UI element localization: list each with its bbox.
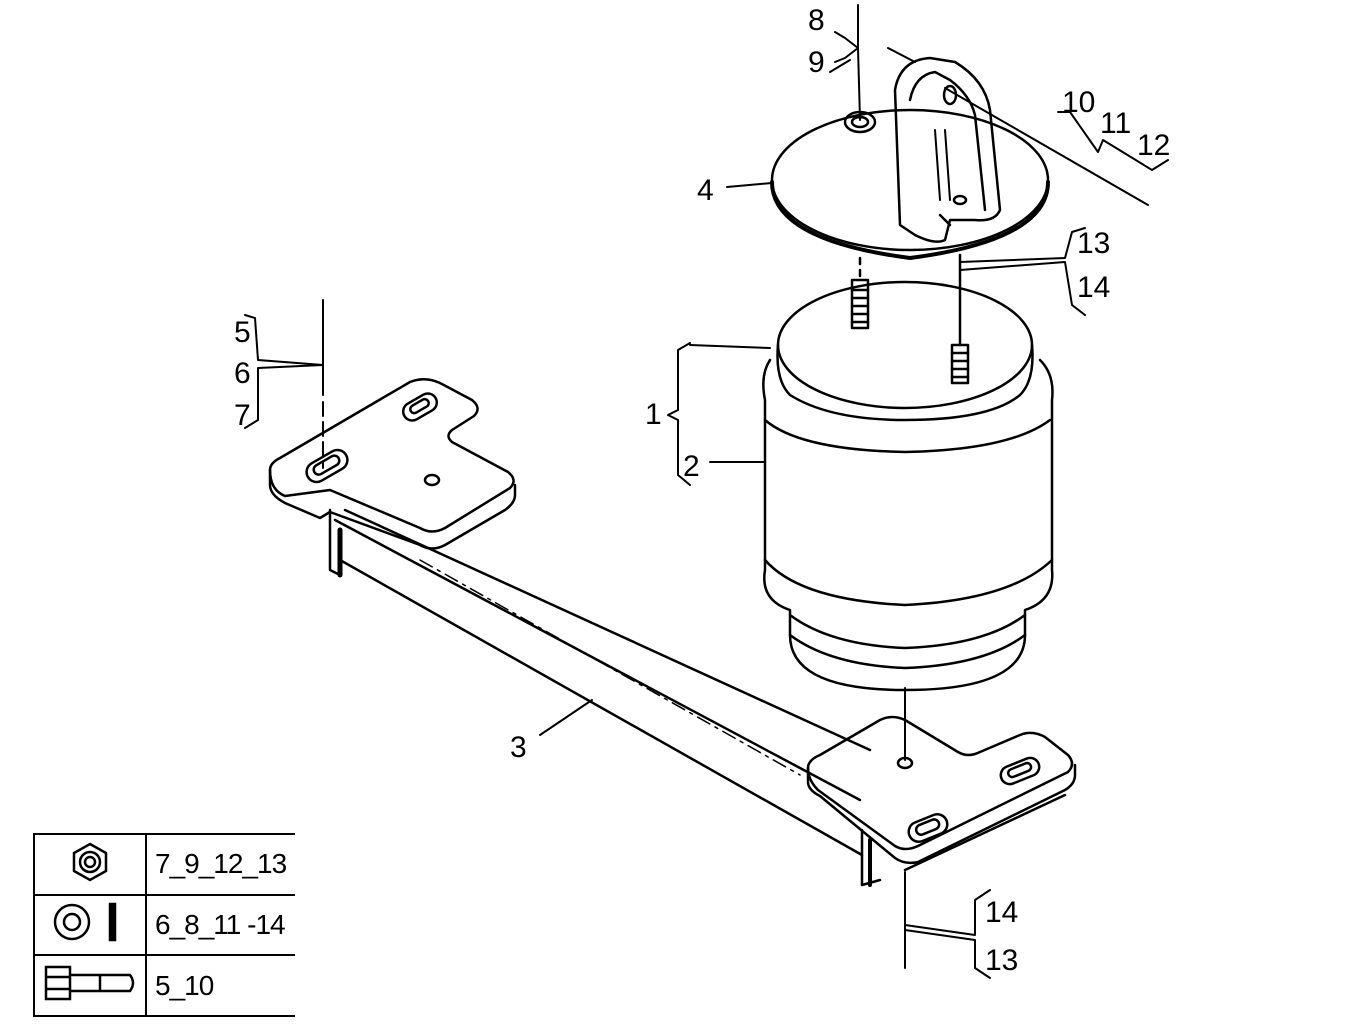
leader-lines: [244, 4, 1169, 979]
washer-icon: [53, 903, 117, 942]
legend-refs: 7_9_12_13: [145, 833, 295, 896]
fastener-legend: 7_9_12_13 6_8_11 -14 5_10: [33, 833, 295, 1017]
washer-icon-cell: [33, 893, 147, 957]
legend-row: 7_9_12_13: [33, 833, 295, 896]
cross-member-beam: [328, 508, 882, 887]
legend-row: 6_8_11 -14: [33, 893, 295, 957]
callout-10: 10: [1062, 86, 1095, 119]
nut-icon: [72, 842, 108, 882]
callout-14-top: 14: [1077, 271, 1110, 304]
callout-4: 4: [697, 174, 714, 207]
legend-refs: 6_8_11 -14: [145, 893, 295, 957]
legend-refs: 5_10: [145, 954, 295, 1017]
nut-icon-cell: [33, 833, 147, 896]
callout-8: 8: [808, 4, 825, 37]
right-bracket-plate: [806, 715, 1077, 872]
callout-14-bottom: 14: [985, 896, 1018, 929]
callout-12: 12: [1137, 129, 1170, 162]
callout-1: 1: [645, 398, 662, 431]
callout-3: 3: [510, 731, 527, 764]
legend-row: 5_10: [33, 954, 295, 1017]
top-mount-plate: [770, 56, 1050, 260]
threaded-studs: [850, 253, 970, 385]
left-bracket-plate: [268, 378, 517, 550]
callout-13-bottom: 13: [985, 944, 1018, 977]
bolt-icon: [44, 965, 135, 1001]
callout-2: 2: [683, 450, 700, 483]
callout-9: 9: [808, 46, 825, 79]
callout-7: 7: [234, 399, 251, 432]
bolt-icon-cell: [33, 954, 147, 1017]
callout-5: 5: [234, 316, 251, 349]
callout-11: 11: [1100, 107, 1131, 140]
air-spring-bellows: [762, 280, 1054, 692]
callout-labels: 1 2 3 4 5 6 7 8 9 10 11 12 13 14 14 13: [234, 4, 1170, 977]
callout-6: 6: [234, 357, 251, 390]
callout-13-top: 13: [1077, 227, 1110, 260]
